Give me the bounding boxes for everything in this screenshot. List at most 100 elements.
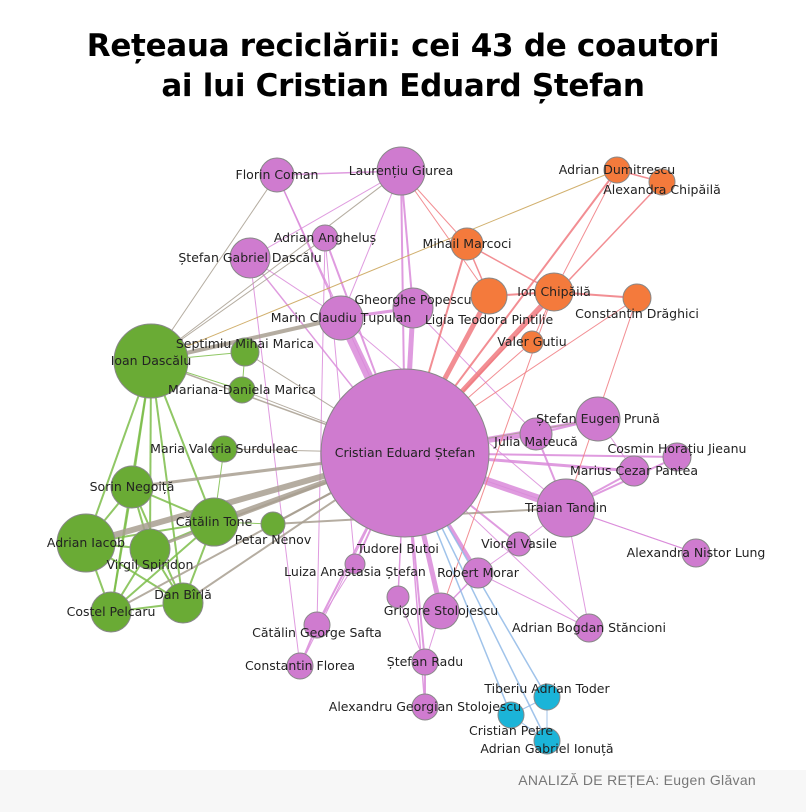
node-label: Robert Morar <box>437 565 520 580</box>
edge <box>150 170 402 362</box>
node-purple[interactable] <box>286 652 314 680</box>
node-label: Ion Chipăilă <box>517 284 591 299</box>
node-green[interactable] <box>230 337 260 367</box>
node-purple[interactable] <box>681 538 711 568</box>
node-green[interactable] <box>162 582 204 624</box>
node-purple[interactable] <box>259 157 295 193</box>
node-label: Virgil Spiridon <box>107 557 194 572</box>
node-purple[interactable] <box>376 146 426 196</box>
node-label: Dan Bîrlă <box>154 587 212 602</box>
edge <box>316 237 326 626</box>
node-label: Alexandra Chipăilă <box>603 182 721 197</box>
node-label: Tiberiu Adrian Toder <box>483 681 610 696</box>
node-label: Petar Nenov <box>235 532 312 547</box>
node-purple[interactable] <box>506 531 532 557</box>
node-label: Cătălin George Safta <box>252 625 382 640</box>
node-label: Laurențiu Giurea <box>349 163 454 178</box>
node-green[interactable] <box>56 513 116 573</box>
node-purple[interactable] <box>536 478 596 538</box>
node-label: Cristian Petre <box>469 723 553 738</box>
title-line-1: Rețeaua reciclării: cei 43 de coautori <box>86 28 720 64</box>
node-purple[interactable] <box>303 611 331 639</box>
node-label: Constantin Drăghici <box>575 306 699 321</box>
node-orange[interactable] <box>603 156 631 184</box>
node-label: Gheorghe Popescu <box>354 292 471 307</box>
node-label: Viorel Vasile <box>481 536 557 551</box>
node-purple[interactable] <box>574 613 604 643</box>
edge <box>400 170 490 297</box>
node-purple[interactable] <box>311 224 339 252</box>
node-label: Sorin Negoiță <box>90 479 175 494</box>
node-label: Traian Tandin <box>524 500 607 515</box>
node-purple[interactable] <box>618 455 650 487</box>
node-purple[interactable] <box>344 553 366 575</box>
node-purple[interactable] <box>386 585 410 609</box>
node-orange[interactable] <box>648 168 676 196</box>
edge <box>150 169 618 362</box>
node-label: Tudorel Butoi <box>356 541 439 556</box>
edge <box>249 170 402 259</box>
node-label: Costel Pelcaru <box>67 604 156 619</box>
node-purple[interactable] <box>519 417 553 451</box>
node-blue[interactable] <box>497 701 525 729</box>
node-green[interactable] <box>113 323 189 399</box>
node-label: Cristian Eduard Ștefan <box>335 445 476 460</box>
chart-title: Rețeaua reciclării: cei 43 de coautori a… <box>0 26 806 106</box>
node-purple[interactable] <box>320 368 490 538</box>
node-label: Adrian Iacob <box>47 535 125 550</box>
footer-bar <box>0 770 806 812</box>
node-label: Ligia Teodora Pintilie <box>425 312 554 327</box>
node-green[interactable] <box>129 528 171 570</box>
node-purple[interactable] <box>462 557 494 589</box>
node-green[interactable] <box>228 376 256 404</box>
node-label: Septimiu Mihai Marica <box>176 336 314 351</box>
node-orange[interactable] <box>470 277 508 315</box>
node-orange[interactable] <box>520 330 544 354</box>
node-label: Adrian Bogdan Stăncioni <box>512 620 666 635</box>
node-label: Alexandru Georgian Stolojescu <box>329 699 521 714</box>
node-label: Adrian Angheluș <box>274 230 376 245</box>
node-orange[interactable] <box>450 227 484 261</box>
edge <box>340 170 402 319</box>
node-purple[interactable] <box>318 295 364 341</box>
node-label: Alexandra Nistor Lung <box>627 545 766 560</box>
edge <box>412 307 537 435</box>
node-label: Ștefan Radu <box>387 654 463 669</box>
node-label: Maria Valeria Surduleac <box>150 441 298 456</box>
edge <box>553 169 618 293</box>
node-purple[interactable] <box>229 237 271 279</box>
node-blue[interactable] <box>533 727 561 755</box>
node-label: Constantin Florea <box>245 658 355 673</box>
node-label: Julia Mateucă <box>493 434 578 449</box>
node-green[interactable] <box>110 465 154 509</box>
node-label: Ștefan Gabriel Dascălu <box>178 250 321 265</box>
node-label: Mariana-Daniela Marica <box>168 382 316 397</box>
node-green[interactable] <box>90 591 132 633</box>
edge <box>477 572 590 629</box>
credit-text: ANALIZĂ DE REȚEA: Eugen Glăvan <box>518 772 756 788</box>
node-green[interactable] <box>210 435 238 463</box>
node-purple[interactable] <box>575 396 621 442</box>
node-purple[interactable] <box>392 287 434 329</box>
node-label: Ștefan Eugen Prună <box>536 411 660 426</box>
nodes-layer <box>56 146 711 755</box>
node-purple[interactable] <box>662 442 692 472</box>
node-purple[interactable] <box>411 648 439 676</box>
node-purple[interactable] <box>411 693 439 721</box>
node-blue[interactable] <box>533 683 561 711</box>
node-label: Marin Claudiu Țupulan <box>271 310 412 325</box>
node-label: Cosmin Horațiu Jieanu <box>608 441 747 456</box>
node-label: Cătălin Tone <box>176 514 253 529</box>
node-label: Luiza Anastasia Ștefan <box>284 564 426 579</box>
node-purple[interactable] <box>422 592 460 630</box>
node-label: Mihail Marcoci <box>423 236 512 251</box>
node-orange[interactable] <box>534 272 574 312</box>
node-green[interactable] <box>189 497 239 547</box>
node-orange[interactable] <box>622 283 652 313</box>
edge <box>249 257 301 667</box>
node-label: Ioan Dascălu <box>111 353 192 368</box>
node-green[interactable] <box>260 511 286 537</box>
node-label: Adrian Gabriel Ionuță <box>480 741 613 756</box>
